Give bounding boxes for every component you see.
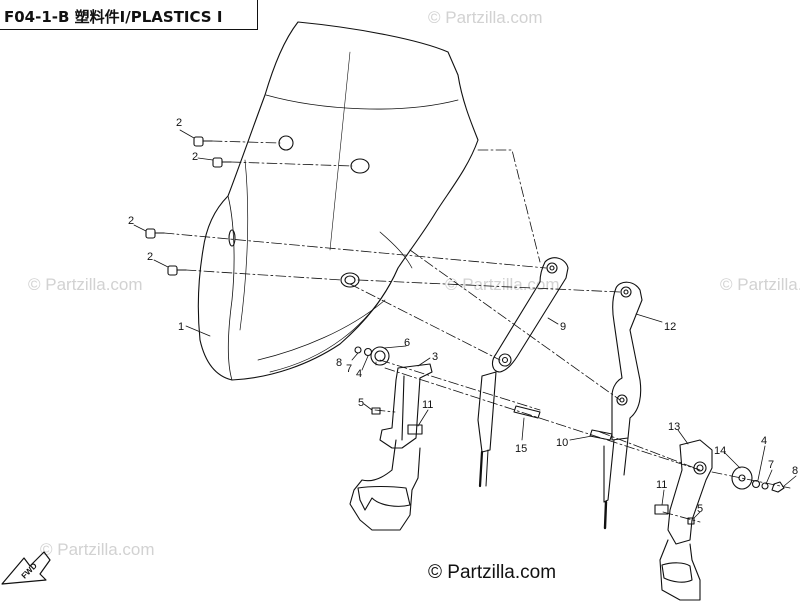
fwd-arrow: FWD xyxy=(1,551,51,585)
callout-11: 11 xyxy=(422,399,433,411)
callout-2: 2 xyxy=(176,117,182,129)
callout-9: 9 xyxy=(560,321,566,333)
callout-5: 5 xyxy=(697,503,703,515)
screws xyxy=(145,136,232,276)
callout-2: 2 xyxy=(192,151,198,163)
small-fasteners xyxy=(371,405,695,525)
callout-2: 2 xyxy=(128,215,134,227)
left-mount xyxy=(349,346,433,531)
callout-3: 3 xyxy=(432,351,438,363)
bracket-12 xyxy=(603,281,643,530)
callout-4: 4 xyxy=(356,368,362,380)
callout-6: 6 xyxy=(404,337,410,349)
watermark-faint: © Partzilla.com xyxy=(720,275,800,294)
watermark-main: © Partzilla.com xyxy=(428,562,557,583)
fwd-label: FWD xyxy=(20,561,39,580)
callout-2: 2 xyxy=(147,251,153,263)
callout-1: 1 xyxy=(178,321,184,333)
callout-15: 15 xyxy=(515,443,527,455)
right-mount xyxy=(654,439,785,601)
callout-10: 10 xyxy=(556,437,568,449)
callout-11: 11 xyxy=(656,479,667,491)
callout-7: 7 xyxy=(768,459,774,471)
diagram-title: F04-1-B 塑料件Ⅰ/PLASTICS Ⅰ xyxy=(0,0,258,30)
callout-8: 8 xyxy=(792,465,798,477)
callout-8: 8 xyxy=(336,357,342,369)
callout-4: 4 xyxy=(761,435,767,447)
watermark-faint: © Partzilla.com xyxy=(28,275,143,294)
callout-14: 14 xyxy=(714,445,726,457)
callout-7: 7 xyxy=(346,363,352,375)
watermark-faint: © Partzilla.com xyxy=(445,275,560,294)
callout-5: 5 xyxy=(358,397,364,409)
watermark-faint: © Partzilla.com xyxy=(40,540,155,559)
callout-13: 13 xyxy=(668,421,680,433)
bracket-9 xyxy=(477,257,569,488)
alignment-lines xyxy=(163,140,791,523)
callout-12: 12 xyxy=(664,321,676,333)
leader-lines xyxy=(133,129,797,519)
watermark-faint: © Partzilla.com xyxy=(428,8,543,27)
windshield xyxy=(197,21,479,381)
